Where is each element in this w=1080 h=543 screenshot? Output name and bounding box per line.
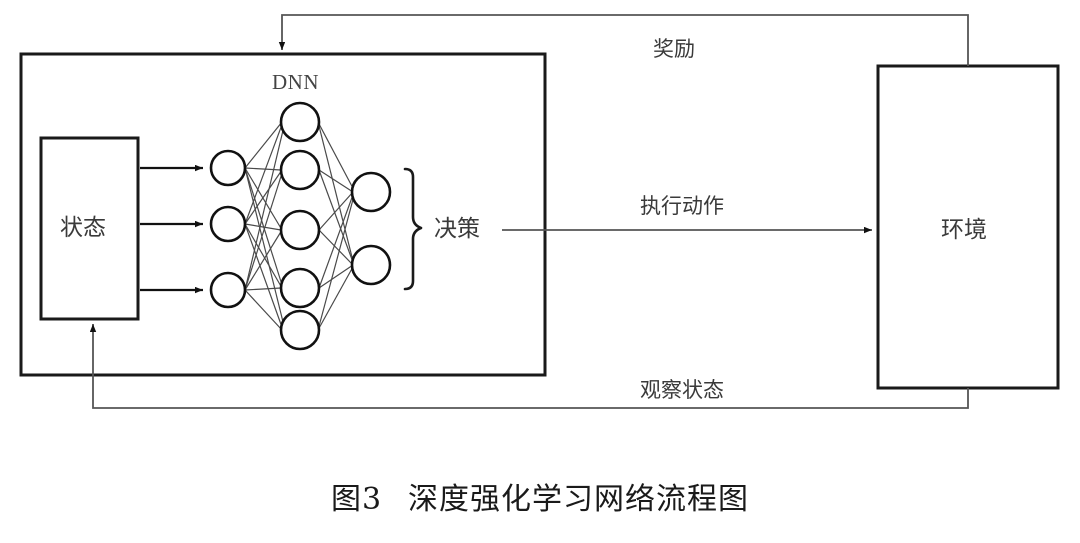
input-node — [209, 271, 247, 309]
reward-edge-label: 奖励 — [653, 37, 695, 61]
network-edges-input-hidden — [244, 121, 286, 331]
state-to-network-arrows — [140, 164, 203, 294]
environment-box-rect — [876, 64, 1060, 390]
decision-brace — [403, 167, 423, 291]
output-layer-nodes — [350, 171, 392, 286]
decision-label: 决策 — [434, 216, 480, 242]
observe-edge-label: 观察状态 — [640, 378, 724, 402]
action-edge-label: 执行动作 — [640, 194, 724, 218]
state-box-label: 状态 — [60, 215, 106, 241]
state-box-rect — [39, 136, 140, 321]
input-node — [209, 205, 247, 243]
hidden-node — [279, 149, 321, 191]
input-node — [209, 149, 247, 187]
network-edges-hidden-output — [317, 121, 356, 331]
dnn-label: DNN — [272, 70, 319, 94]
figure-caption-number: 图3 — [330, 482, 383, 517]
environment-box-label: 环境 — [941, 217, 987, 243]
reward-arrow — [278, 14, 969, 66]
output-node — [350, 244, 392, 286]
hidden-node — [279, 101, 321, 143]
figure-caption: 图3 深度强化学习网络流程图 — [0, 474, 1080, 518]
output-node — [350, 171, 392, 213]
hidden-node — [279, 209, 321, 251]
observe-arrow — [89, 324, 969, 409]
agent-container-rect — [19, 52, 547, 377]
hidden-node — [279, 309, 321, 351]
hidden-layer-nodes — [279, 101, 321, 351]
input-layer-nodes — [209, 149, 247, 309]
hidden-node — [279, 267, 321, 309]
figure-caption-text: 深度强化学习网络流程图 — [408, 482, 750, 517]
